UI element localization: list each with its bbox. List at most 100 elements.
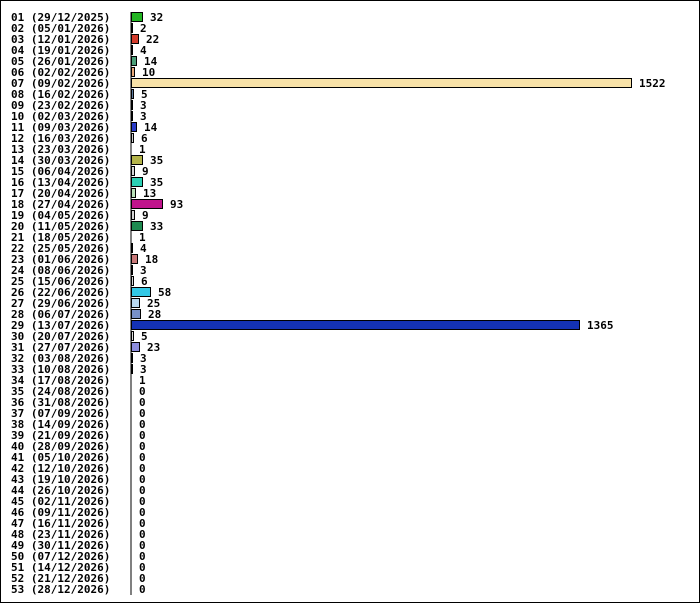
- bar: [131, 188, 136, 198]
- bar: [131, 210, 135, 220]
- bar: [131, 34, 139, 44]
- category-label: 25 (15/06/2026): [11, 275, 110, 288]
- value-label: 0: [139, 407, 146, 420]
- value-label: 1: [139, 374, 146, 387]
- value-label: 33: [150, 220, 163, 233]
- value-label: 3: [140, 363, 147, 376]
- value-label: 22: [146, 33, 159, 46]
- bar: [131, 364, 133, 374]
- category-label: 43 (19/10/2026): [11, 473, 110, 486]
- category-label: 18 (27/04/2026): [11, 198, 110, 211]
- category-label: 34 (17/08/2026): [11, 374, 110, 387]
- value-label: 35: [150, 176, 163, 189]
- bar: [131, 111, 133, 121]
- bar: [131, 353, 133, 363]
- value-label: 3: [140, 99, 147, 112]
- category-label: 41 (05/10/2026): [11, 451, 110, 464]
- value-label: 0: [139, 462, 146, 475]
- category-label: 11 (09/03/2026): [11, 121, 110, 134]
- category-label: 36 (31/08/2026): [11, 396, 110, 409]
- bar: [131, 122, 137, 132]
- category-label: 47 (16/11/2026): [11, 517, 110, 530]
- value-label: 5: [141, 88, 148, 101]
- value-label: 0: [139, 550, 146, 563]
- bar: [131, 45, 133, 55]
- category-label: 08 (16/02/2026): [11, 88, 110, 101]
- category-label: 13 (23/03/2026): [11, 143, 110, 156]
- value-label: 9: [142, 165, 149, 178]
- value-label: 35: [150, 154, 163, 167]
- value-label: 14: [144, 55, 158, 68]
- category-label: 20 (11/05/2026): [11, 220, 110, 233]
- category-label: 02 (05/01/2026): [11, 22, 110, 35]
- value-label: 4: [140, 242, 147, 255]
- value-label: 25: [147, 297, 160, 310]
- category-label: 53 (28/12/2026): [11, 583, 110, 596]
- value-label: 0: [139, 473, 146, 486]
- value-label: 10: [142, 66, 155, 79]
- category-label: 52 (21/12/2026): [11, 572, 110, 585]
- category-label: 07 (09/02/2026): [11, 77, 110, 90]
- category-label: 21 (18/05/2026): [11, 231, 110, 244]
- category-label: 19 (04/05/2026): [11, 209, 110, 222]
- category-label: 06 (02/02/2026): [11, 66, 110, 79]
- category-label: 16 (13/04/2026): [11, 176, 110, 189]
- category-label: 23 (01/06/2026): [11, 253, 110, 266]
- bar: [131, 67, 135, 77]
- bar: [131, 221, 143, 231]
- category-label: 40 (28/09/2026): [11, 440, 110, 453]
- value-label: 13: [143, 187, 156, 200]
- bar: [131, 155, 143, 165]
- bar: [131, 78, 632, 88]
- value-label: 1: [139, 231, 146, 244]
- value-label: 93: [170, 198, 183, 211]
- bar: [131, 331, 134, 341]
- bar: [131, 254, 138, 264]
- bar: [131, 320, 580, 330]
- bar: [131, 287, 151, 297]
- value-label: 2: [140, 22, 147, 35]
- value-label: 14: [144, 121, 158, 134]
- category-label: 49 (30/11/2026): [11, 539, 110, 552]
- value-label: 0: [139, 539, 146, 552]
- value-label: 32: [150, 11, 163, 24]
- category-label: 44 (26/10/2026): [11, 484, 110, 497]
- value-label: 0: [139, 517, 146, 530]
- value-label: 3: [140, 110, 147, 123]
- category-label: 42 (12/10/2026): [11, 462, 110, 475]
- value-label: 0: [139, 385, 146, 398]
- bar: [131, 243, 133, 253]
- value-label: 0: [139, 484, 146, 497]
- value-label: 4: [140, 44, 147, 57]
- category-label: 22 (25/05/2026): [11, 242, 110, 255]
- category-label: 15 (06/04/2026): [11, 165, 110, 178]
- category-label: 24 (08/06/2026): [11, 264, 110, 277]
- value-label: 6: [141, 275, 148, 288]
- category-label: 03 (12/01/2026): [11, 33, 110, 46]
- value-label: 0: [139, 528, 146, 541]
- value-label: 0: [139, 495, 146, 508]
- value-label: 18: [145, 253, 158, 266]
- bar: [131, 56, 137, 66]
- bar: [131, 276, 134, 286]
- value-label: 3: [140, 352, 147, 365]
- category-label: 32 (03/08/2026): [11, 352, 110, 365]
- category-label: 09 (23/02/2026): [11, 99, 110, 112]
- category-label: 51 (14/12/2026): [11, 561, 110, 574]
- category-label: 05 (26/01/2026): [11, 55, 110, 68]
- bar: [131, 342, 140, 352]
- category-label: 28 (06/07/2026): [11, 308, 110, 321]
- category-label: 17 (20/04/2026): [11, 187, 110, 200]
- value-label: 23: [147, 341, 160, 354]
- value-label: 0: [139, 506, 146, 519]
- category-label: 01 (29/12/2025): [11, 11, 110, 24]
- category-label: 39 (21/09/2026): [11, 429, 110, 442]
- value-label: 3: [140, 264, 147, 277]
- value-label: 0: [139, 451, 146, 464]
- category-label: 48 (23/11/2026): [11, 528, 110, 541]
- category-label: 38 (14/09/2026): [11, 418, 110, 431]
- bar: [131, 89, 134, 99]
- value-label: 0: [139, 572, 146, 585]
